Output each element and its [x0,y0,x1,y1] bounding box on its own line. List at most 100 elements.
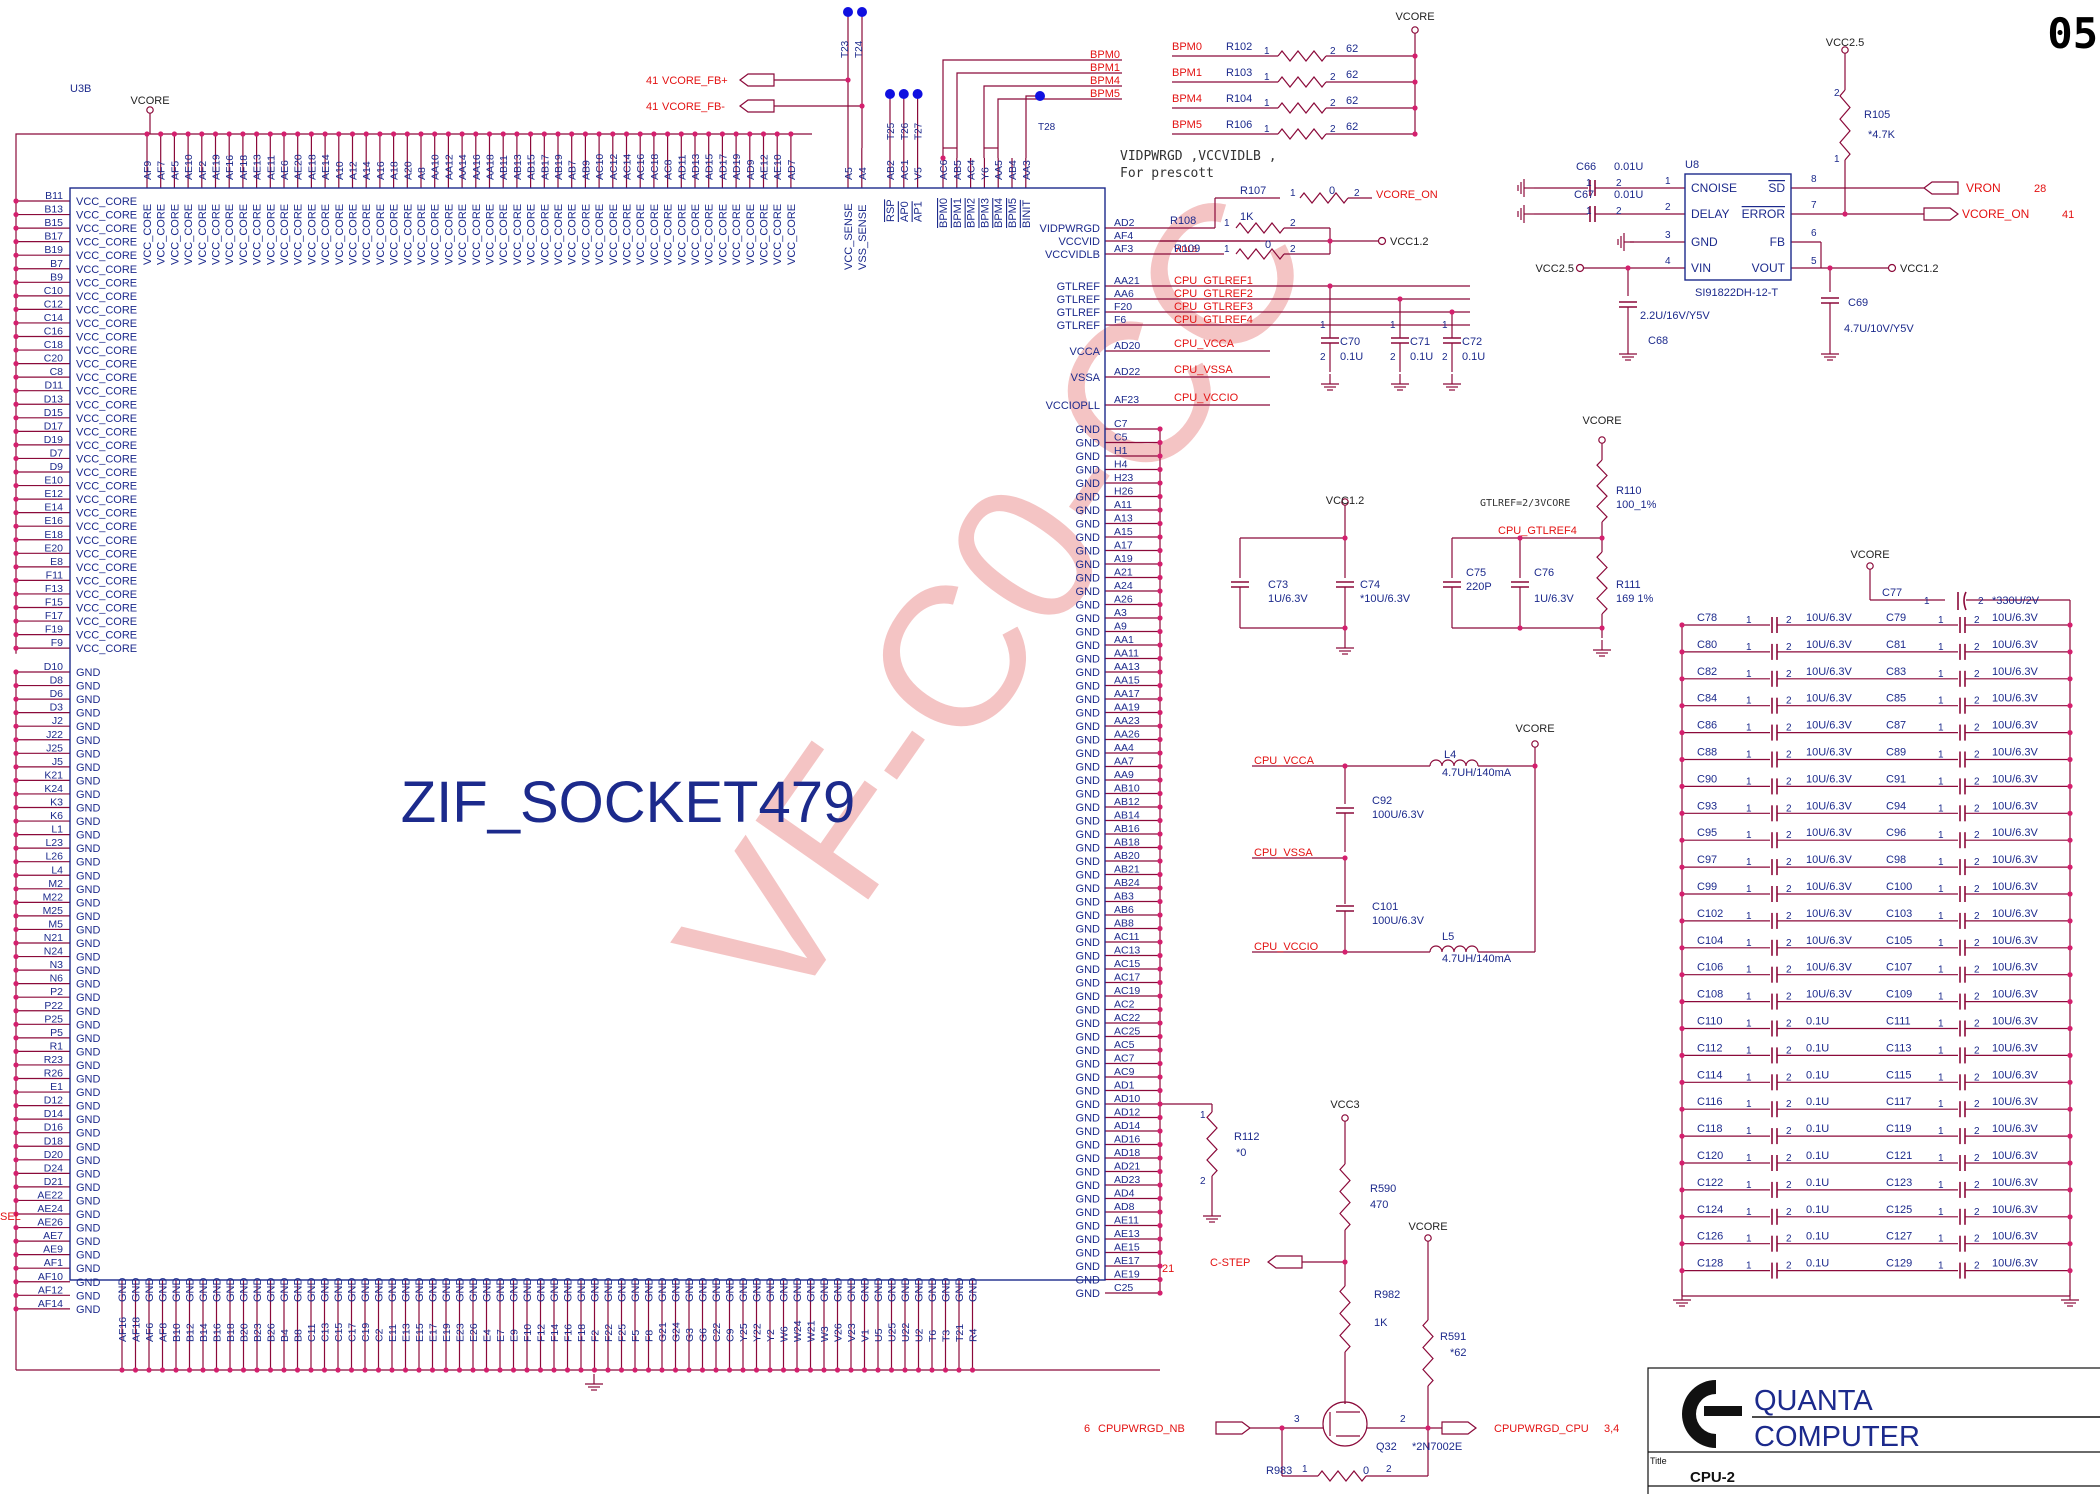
capacitor [1821,297,1839,304]
junction-dot [1342,949,1348,955]
pin-number: 1 [1938,992,1944,1003]
pin-number: 1 [1938,1180,1944,1191]
pin-name-gnd: GND [76,1263,101,1275]
pin-name-gnd: GND [76,830,101,842]
pin-number: F5 [630,1330,642,1342]
resistor-ref: R104 [1226,93,1252,105]
pin-number: F14 [549,1324,561,1342]
pin-number: AF1 [44,1257,63,1269]
pin-number: N6 [50,973,64,985]
junction-dot [13,832,19,838]
pin-name-gnd: GND [698,1278,710,1303]
junction-dot [13,469,19,475]
pin-name-gnd: GND [360,1278,372,1303]
pin-name-vcc-core: VCC_CORE [265,204,277,265]
pin-name-gnd: GND [401,1278,413,1303]
pin-number: AE18 [306,154,318,180]
pin-number: AA16 [471,154,483,180]
capacitor-value: *330U/2V [1992,595,2040,607]
pin-number: V23 [846,1323,858,1342]
pin-name-vcc-core: VCC_CORE [485,204,497,265]
junction-dot [1157,1074,1163,1080]
capacitor-value: 10U/6.3V [1806,747,1853,759]
junction-dot [1157,858,1163,864]
pin-number: D11 [45,380,64,392]
pin-number: 1 [1746,642,1752,653]
pin-name-vcc-core: VCC_CORE [76,643,137,655]
pin-name-gnd: GND [630,1278,642,1303]
junction-dot [1157,1006,1163,1013]
bpm-wire [942,59,1122,158]
pin-name-gnd: GND [76,1182,101,1194]
vcore-power-symbol [1598,436,1606,444]
pin-name-signal: VIDPWRGD [1040,223,1101,235]
junction-dot [227,1367,233,1373]
junction-dot [13,926,19,933]
resistor [1277,50,1327,62]
pin-name-gnd: GND [76,762,101,774]
junction-dot [295,131,301,137]
pin-name-vcc-core: VCC_CORE [76,264,137,276]
pin-number: B11 [45,190,63,202]
pin-name-vcc-core: VCC_CORE [594,204,606,265]
pin-name-gnd: GND [711,1278,723,1303]
pin-name-gnd: GND [1076,640,1101,652]
junction-dot [2067,972,2073,978]
resistor-value: 1K [1374,1317,1388,1329]
pin-name-gnd: GND [1076,937,1101,949]
pin-number: AC22 [1114,1012,1140,1024]
junction-dot [1599,625,1605,631]
pin-number: AD11 [676,154,688,180]
junction-dot [377,131,383,137]
pin-number: N3 [50,959,64,971]
pin-number: 2 [1786,723,1792,734]
junction-dot [1679,783,1685,790]
junction-dot [322,131,328,137]
junction-dot [1327,238,1333,244]
junction-dot [1157,1290,1163,1296]
pin-number: AB9 [580,160,592,180]
junction-dot [459,131,465,137]
junction-dot [2067,676,2073,682]
pin-number: AB6 [1114,904,1134,916]
junction-dot [212,131,219,137]
pin-name-signal: VCCVIDLB [1045,249,1100,261]
junction-dot [443,1367,449,1373]
pin-number: 2 [1786,965,1792,976]
junction-dot [13,750,19,756]
pin-name-gnd: GND [76,992,101,1004]
pin-number: 1 [1746,1099,1752,1110]
pin-number: AD2 [1114,217,1135,229]
pin-number: 2 [1442,352,1448,363]
pin-name-vcc-core: VCC_CORE [76,250,137,262]
pin-number: C10 [44,285,63,297]
pin-name-gnd: GND [76,708,101,720]
pin-number: F15 [45,597,63,609]
capacitor-ref: C89 [1886,747,1906,759]
pin-name-vcc-core: VCC_CORE [76,589,137,601]
pin-name-gnd: GND [1076,1126,1101,1138]
capacitor [1321,337,1339,344]
capacitor-ref: C107 [1886,962,1912,974]
net-label: 21 [1162,1263,1174,1275]
junction-dot [2067,1133,2073,1139]
resistor [1596,551,1608,615]
pin-number: A20 [402,161,414,180]
pin-name-gnd: GND [76,1223,101,1235]
resistor [1339,1163,1351,1231]
junction-dot [13,415,19,421]
pin-number: H26 [1114,486,1133,498]
pin-name-gnd: GND [1076,1221,1101,1233]
pin-number: 2 [1974,696,1980,707]
pin-name-gnd: GND [1076,762,1101,774]
pin-number: D15 [44,407,63,419]
junction-dot [13,428,19,434]
junction-dot [834,1367,841,1373]
bpm-wire [956,72,1122,158]
junction-dot [747,131,753,137]
vcore-on-port [1923,207,1959,221]
capacitor-value: 0.1U [1410,351,1433,363]
junction-dot [706,131,712,137]
junction-dot [1517,625,1523,631]
resistor-value: 169 1% [1616,593,1654,605]
